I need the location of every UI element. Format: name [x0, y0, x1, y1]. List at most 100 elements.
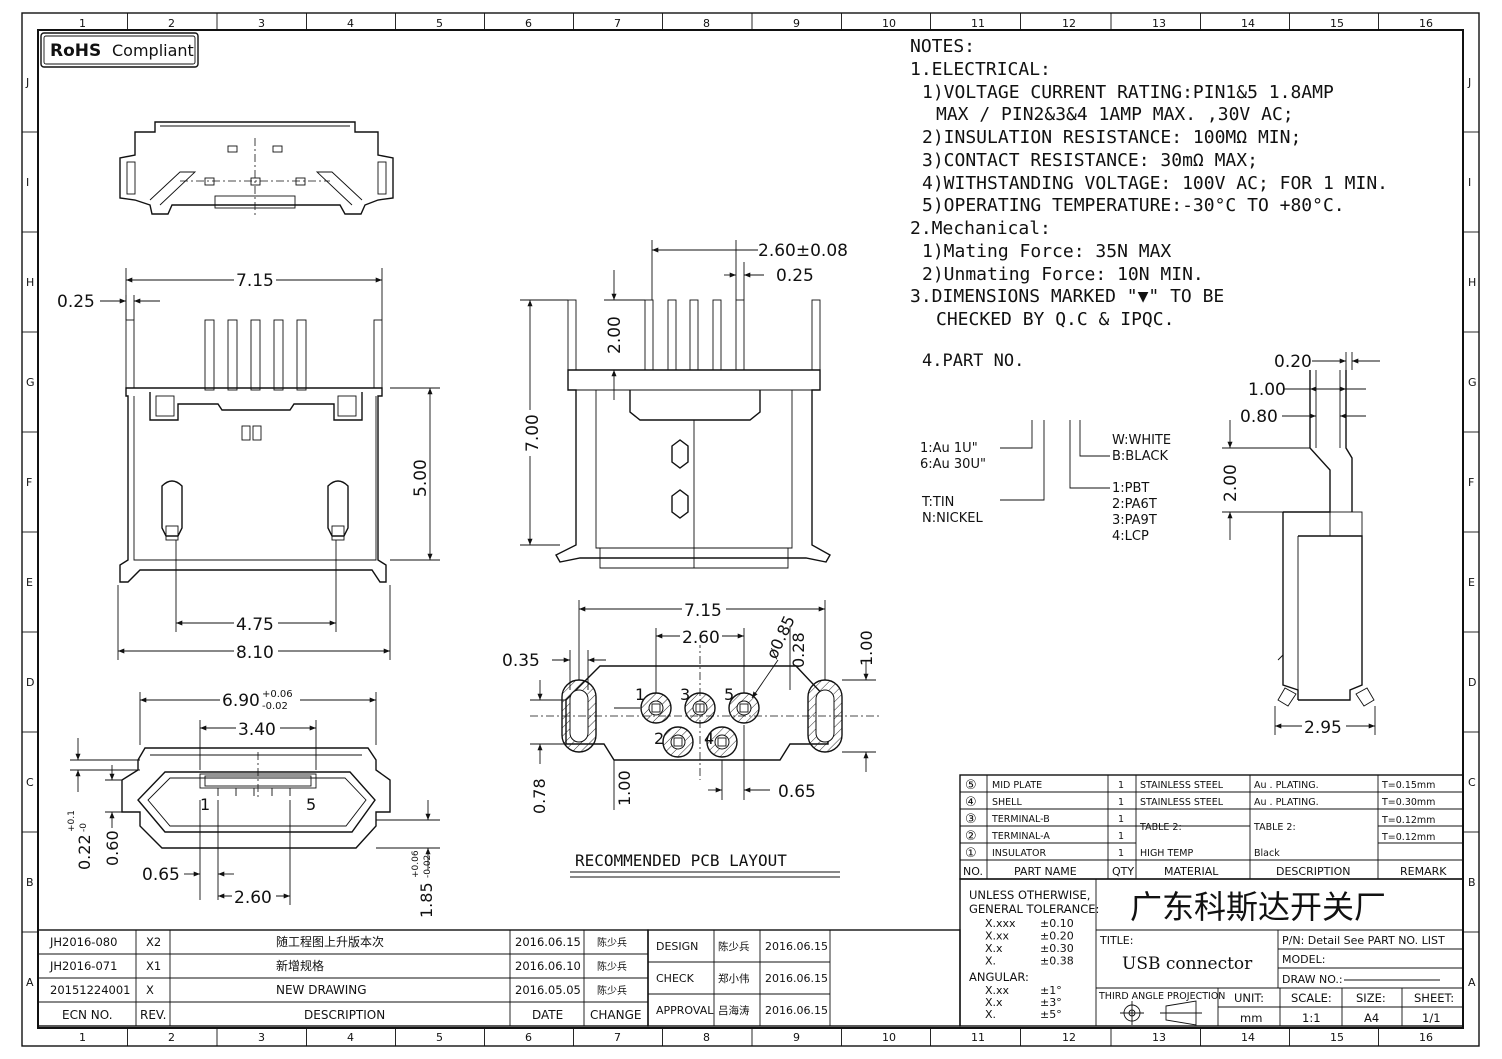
terminal-side-view-dims: 0.20 1.00 0.80 2.00 2.95: [1221, 352, 1380, 738]
pcb-pin-3: 3: [680, 685, 690, 704]
draw-number-field: DRAW NO.:: [1282, 973, 1343, 986]
tolerance-value: ±0.10: [1040, 917, 1074, 930]
rev-row-date: 2016.06.10: [515, 959, 581, 973]
terminal-side-view: [1277, 370, 1375, 707]
note-line-13: 4.PART NO.: [922, 351, 1024, 371]
bom-row-description: Au . PLATING.: [1254, 797, 1319, 808]
dim-1-00: 1.00: [1248, 380, 1286, 400]
rohs-badge: RoHS Compliant: [40, 32, 199, 68]
border-row-label: A: [1468, 976, 1476, 989]
border-column-label: 6: [525, 17, 532, 30]
rev-row-date: 2016.05.05: [515, 983, 581, 997]
dim-1-85-tol-lower: -0.02: [423, 855, 433, 878]
border-column-label: 12: [1062, 1031, 1076, 1044]
bom-header-qty: QTY: [1112, 865, 1134, 878]
pn-plating-6: 6:Au 30U": [920, 457, 986, 472]
rev-header-rev: REV.: [140, 1008, 166, 1022]
dim-2-60-tol: 2.60±0.08: [758, 241, 848, 261]
note-line-10: 2)Unmating Force: 10N MIN.: [922, 264, 1204, 285]
border-row-label: F: [1468, 476, 1474, 489]
bom-row-description: TABLE 2:: [1253, 822, 1296, 833]
dim-1-85-tol-upper: +0.06: [411, 850, 421, 878]
pcb-dim-0-35: 0.35: [502, 651, 540, 671]
border-column-label: 12: [1062, 17, 1076, 30]
pn-material-3: 3:PA9T: [1112, 513, 1157, 528]
border-row-label: I: [1468, 176, 1471, 189]
rev-row-date: 2016.06.15: [515, 935, 581, 949]
rev-row-description: 随工程图上升版本次: [276, 934, 384, 949]
pcb-dim-7-15: 7.15: [684, 601, 722, 621]
pn-material-1: 1:PBT: [1112, 481, 1149, 496]
bom-row-remark: T=0.12mm: [1381, 832, 1435, 843]
pin-5-label: 5: [306, 795, 316, 814]
tolerance-angular: ANGULAR:: [969, 970, 1029, 984]
approval-role: CHECK: [656, 972, 695, 985]
rev-row-description: NEW DRAWING: [276, 983, 367, 997]
border-column-label: 7: [614, 17, 621, 30]
bom-row-part-name: INSULATOR: [992, 848, 1046, 859]
sheet-value: 1/1: [1422, 1011, 1441, 1025]
bom-row-qty: 1: [1118, 780, 1124, 791]
third-angle-projection-icon: [1120, 1000, 1202, 1026]
pn-plating-1: 1:Au 1U": [920, 441, 978, 456]
dim-1-85: 1.85: [417, 882, 436, 918]
pcb-pad-1: [640, 692, 672, 724]
bom-row-material: STAINLESS STEEL: [1140, 797, 1224, 808]
bom-row-material: TABLE 2:: [1139, 822, 1182, 833]
dim-7-15: 7.15: [236, 271, 274, 291]
dim-2-00a: 2.00: [605, 316, 625, 354]
border-row-label: H: [1468, 276, 1476, 289]
border-column-label: 3: [258, 17, 265, 30]
bom-header-no: NO.: [963, 865, 983, 878]
approval-role: DESIGN: [656, 940, 698, 953]
border-column-label: 16: [1419, 1031, 1433, 1044]
border-row-label: B: [1468, 876, 1476, 889]
border-column-label: 8: [703, 17, 710, 30]
border-column-label: 14: [1241, 17, 1255, 30]
part-number-legend: 1:Au 1U" 6:Au 30U" T:TIN N:NICKEL W:WHIT…: [920, 420, 1171, 544]
border-column-label: 15: [1330, 17, 1344, 30]
pn-color-b: B:BLACK: [1112, 449, 1168, 464]
note-line-6: 4)WITHSTANDING VOLTAGE: 100V AC; FOR 1 M…: [922, 173, 1388, 194]
bom-row-no: ①: [965, 846, 977, 861]
angular-precision: X.x: [985, 996, 1003, 1009]
pcb-dim-0-78: 0.78: [530, 778, 549, 814]
dim-6-90-tol-upper: +0.06: [262, 689, 293, 700]
border-column-label: 2: [168, 17, 175, 30]
dim-2-00b: 2.00: [1221, 464, 1241, 502]
rev-header-desc: DESCRIPTION: [304, 1008, 385, 1022]
pn-material-4: 4:LCP: [1112, 529, 1149, 544]
border-column-label: 5: [436, 1031, 443, 1044]
bom-row-no: ③: [965, 812, 977, 827]
front-view: [119, 319, 387, 583]
bom-row-no: ④: [965, 795, 977, 810]
pcb-dim-2-60: 2.60: [682, 628, 720, 648]
tolerance-precision: X.xx: [985, 930, 1010, 943]
tolerance-precision: X.x: [985, 942, 1003, 955]
pcb-pad-4: [706, 726, 738, 758]
bom-row-remark: T=0.15mm: [1381, 780, 1435, 791]
border-column-label: 13: [1152, 1031, 1166, 1044]
size-value: A4: [1364, 1011, 1379, 1025]
rohs-compliant: Compliant: [112, 41, 194, 60]
rev-header-date: DATE: [532, 1008, 563, 1022]
rev-row-ecn: 20151224001: [50, 983, 130, 997]
tolerance-title-1: UNLESS OTHERWISE,: [969, 888, 1090, 902]
sheet-frame: 1122334455667788991010111112121313141415…: [21, 12, 1480, 1047]
approval-role: APPROVAL: [656, 1004, 714, 1017]
angular-value: ±1°: [1040, 984, 1062, 997]
pcb-dim-0-28: 0.28: [789, 632, 808, 668]
dim-0-25b: 0.25: [776, 266, 814, 286]
pcb-dim-1-00a: 1.00: [857, 630, 876, 666]
rev-row-rev: X: [146, 983, 154, 997]
rev-row-description: 新增规格: [276, 958, 324, 973]
bom-header-material: MATERIAL: [1164, 865, 1219, 878]
dim-7-00: 7.00: [523, 414, 543, 452]
tolerance-precision: X.xxx: [985, 917, 1016, 930]
pn-color-w: W:WHITE: [1112, 433, 1171, 448]
front-view-dims: 7.15 0.25 5.00 4.75 8.10: [57, 268, 440, 663]
dim-0-22-tol-upper: +0.1: [67, 810, 77, 832]
bom-row-material: STAINLESS STEEL: [1140, 780, 1224, 791]
